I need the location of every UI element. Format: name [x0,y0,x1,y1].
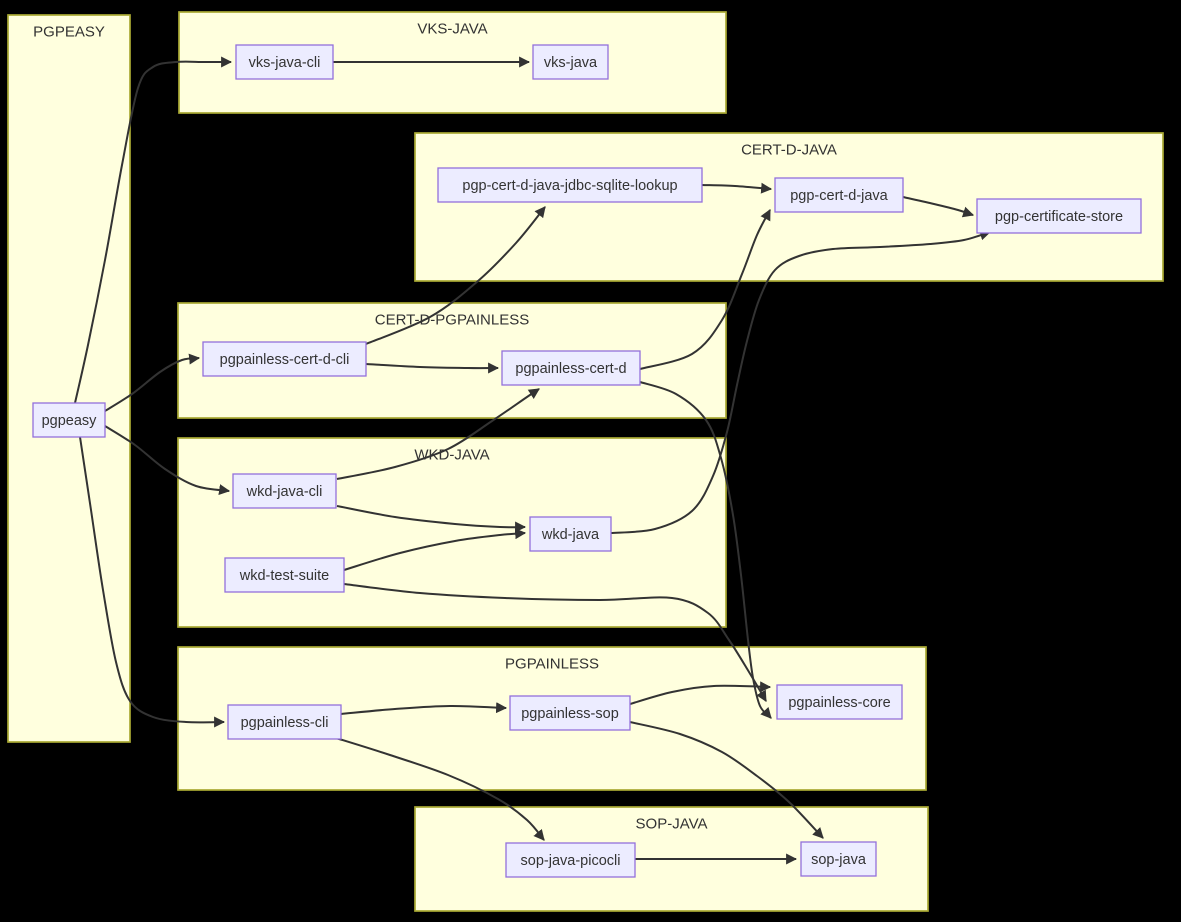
edge-pgpeasy--pgpainless-cert-d-cli [104,353,201,412]
node-pgpainless-cli [227,704,342,740]
node-pgpainless-core [776,684,903,720]
node-pgp-cert-d-java-jdbc-sqlite-lookup [437,167,703,203]
cluster-title-vks-java: VKS-JAVA [417,21,487,38]
edge-pgpainless-sop--pgpainless-core [629,681,772,705]
edge-wkd-java-cli--pgpainless-cert-d [336,388,540,480]
edge-pgpeasy--pgpainless-cli [79,436,226,728]
node-label-vks-java: vks-java [544,55,598,71]
edge-pgpainless-cli--pgpainless-sop [340,702,508,715]
edges-layer [74,56,992,865]
edge-wkd-test-suite--wkd-java [343,528,527,571]
edge-pgpeasy--wkd-java-cli [104,425,231,496]
edge-pgp-cert-d-java--pgp-certificate-store [902,196,975,218]
cluster-title-pgpeasy: PGPEASY [33,24,105,41]
edge-pgpainless-sop--sop-java [629,721,824,839]
nodes-layer: pgpeasy vks-java-cli vks-java pgp-cert-d-ja… [32,44,1142,878]
node-pgp-cert-d-java [774,177,904,213]
edge-wkd-test-suite--pgpainless-core [343,583,767,702]
edge-pgpainless-cert-d--pgp-cert-d-java [639,209,771,370]
node-label-wkd-java: wkd-java [541,527,600,543]
node-pgpainless-sop [509,695,631,731]
node-wkd-java [529,516,612,552]
cluster-title-pgpainless: PGPAINLESS [505,656,599,673]
node-label-vks-java-cli: vks-java-cli [249,55,321,71]
edge-pgp-cert-d-java-jdbc-sqlite-lookup--pgp-cert-d-java [701,182,773,194]
node-label-pgpainless-cert-d-cli: pgpainless-cert-d-cli [220,352,350,368]
node-label-wkd-java-cli: wkd-java-cli [246,484,323,500]
node-label-pgpainless-cli: pgpainless-cli [241,715,329,731]
node-vks-java-cli [235,44,334,80]
node-label-sop-java: sop-java [811,852,867,868]
node-wkd-test-suite [224,557,345,593]
cluster-title-cert-d-java: CERT-D-JAVA [741,142,837,159]
edge-wkd-java-cli--wkd-java [336,505,527,533]
node-wkd-java-cli [232,473,337,509]
node-label-pgpainless-sop: pgpainless-sop [521,706,619,722]
cluster-title-cert-d-pgpainless: CERT-D-PGPAINLESS [375,312,529,329]
node-pgp-certificate-store [976,198,1142,234]
node-pgpainless-cert-d-cli [202,341,367,377]
node-label-pgp-certificate-store: pgp-certificate-store [995,209,1123,225]
edge-pgpainless-cert-d--pgpainless-core [639,381,772,719]
edge-wkd-java--pgp-certificate-store [610,229,992,534]
node-label-pgpainless-core: pgpainless-core [788,695,890,711]
cluster-pgpeasy [7,14,131,743]
node-label-sop-java-picocli: sop-java-picocli [521,853,621,869]
edge-pgpainless-cert-d-cli--pgpainless-cert-d [365,362,500,374]
cluster-title-sop-java: SOP-JAVA [636,816,708,833]
node-label-pgpainless-cert-d: pgpainless-cert-d [515,361,626,377]
node-pgpeasy [32,402,106,438]
edge-pgpainless-cli--sop-java-picocli [335,737,545,841]
node-sop-java-picocli [505,842,636,878]
cluster-title-wkd-java: WKD-JAVA [414,447,489,464]
node-pgpainless-cert-d [501,350,641,386]
node-vks-java [532,44,609,80]
edge-pgpainless-cert-d-cli--pgp-cert-d-java-jdbc-sqlite-lookup [365,206,546,345]
node-label-pgp-cert-d-java-jdbc-sqlite-lookup: pgp-cert-d-java-jdbc-sqlite-lookup [462,178,677,194]
node-label-pgp-cert-d-java: pgp-cert-d-java [790,188,888,204]
node-label-wkd-test-suite: wkd-test-suite [239,568,329,584]
edge-pgpeasy--vks-java-cli [74,56,233,404]
node-label-pgpeasy: pgpeasy [42,413,98,429]
node-sop-java [800,841,877,877]
